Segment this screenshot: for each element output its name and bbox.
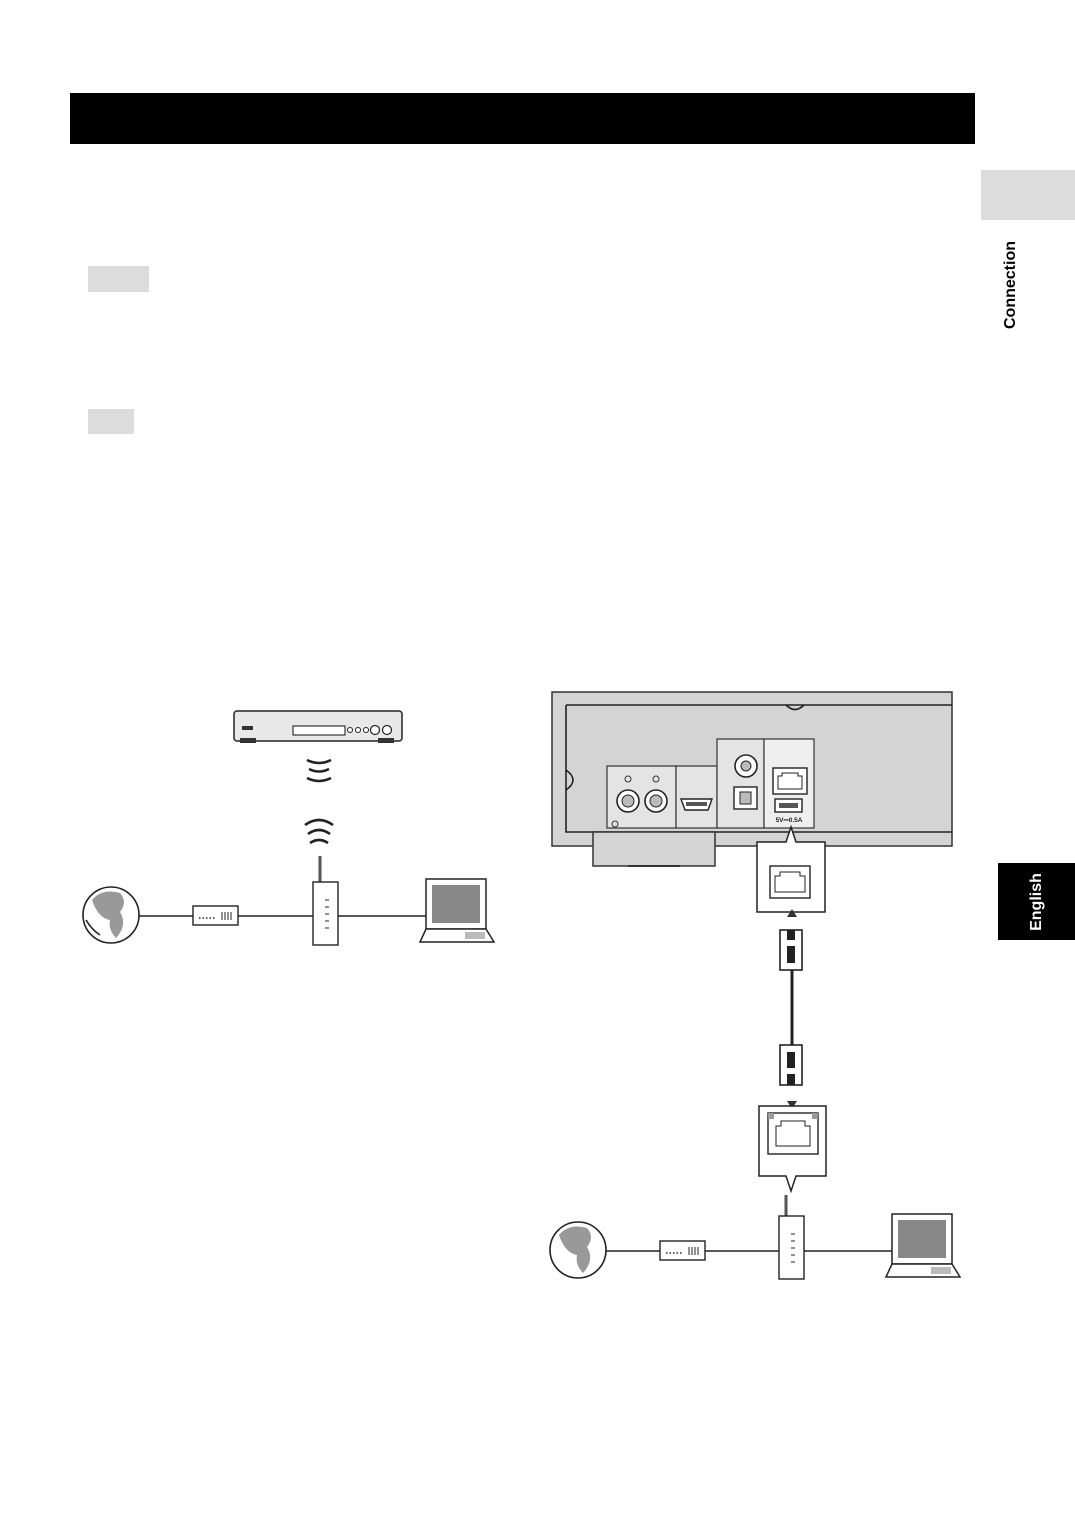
wireless-wave-icon [304, 818, 334, 845]
globe-icon [549, 1221, 607, 1279]
globe-icon [82, 886, 140, 944]
arrow-up-icon [787, 909, 797, 917]
ethernet-port-icon [758, 1105, 827, 1194]
chapter-tab-marker [981, 170, 1075, 220]
router-icon [778, 1195, 805, 1280]
laptop-icon [418, 878, 496, 943]
ethernet-plug-icon [779, 1044, 803, 1086]
modem-icon [192, 905, 239, 926]
rear-panel-illustration: 5V⎓0.5A [551, 691, 953, 867]
wireless-wave-icon [306, 758, 332, 783]
ethernet-port-icon [756, 824, 826, 913]
player-device-icon [233, 710, 403, 743]
section-title-bar [70, 93, 975, 144]
router-icon [312, 856, 339, 946]
ethernet-plug-icon [779, 929, 803, 971]
modem-icon [659, 1240, 706, 1261]
usb-rating-label: 5V⎓0.5A [776, 817, 803, 824]
arrow-down-icon [787, 1101, 797, 1109]
language-tab: English [998, 863, 1075, 940]
tip-label-box [88, 409, 134, 434]
laptop-icon [884, 1213, 962, 1278]
note-label-box [88, 266, 149, 292]
